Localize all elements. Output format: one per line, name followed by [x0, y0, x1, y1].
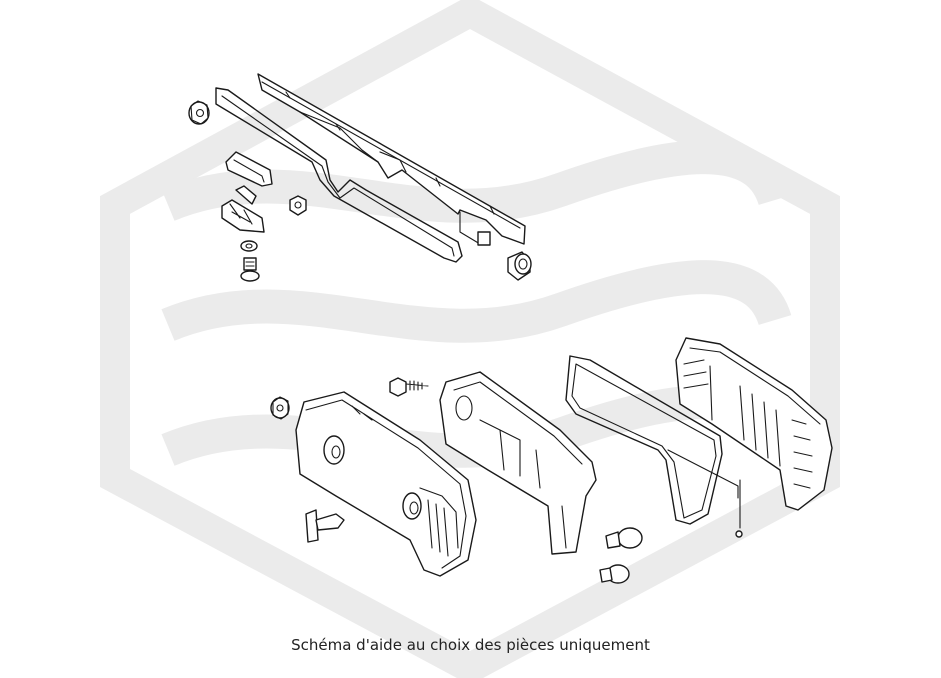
watermark-logo	[100, 0, 840, 678]
bulb-small	[599, 564, 630, 584]
bolt	[240, 257, 260, 282]
tail-lamp-lens	[675, 337, 833, 511]
bulb-large	[605, 527, 643, 549]
flange-nut-top	[188, 100, 210, 125]
flange-nut-left	[270, 396, 290, 420]
screw	[389, 377, 429, 397]
push-rivet	[305, 509, 345, 543]
rear-trim-strip	[257, 73, 526, 246]
trim-strip-gasket	[215, 87, 463, 263]
mounting-bracket	[221, 185, 265, 233]
clip-housing	[225, 151, 273, 187]
rubber-grommet	[507, 251, 532, 281]
hex-nut	[289, 195, 307, 216]
diagram-caption: Schéma d'aide au choix des pièces unique…	[291, 636, 650, 654]
lamp-gasket	[565, 355, 743, 538]
lock-washer	[240, 240, 258, 252]
bulb-holder	[439, 371, 597, 555]
tail-lamp-housing	[295, 391, 477, 577]
